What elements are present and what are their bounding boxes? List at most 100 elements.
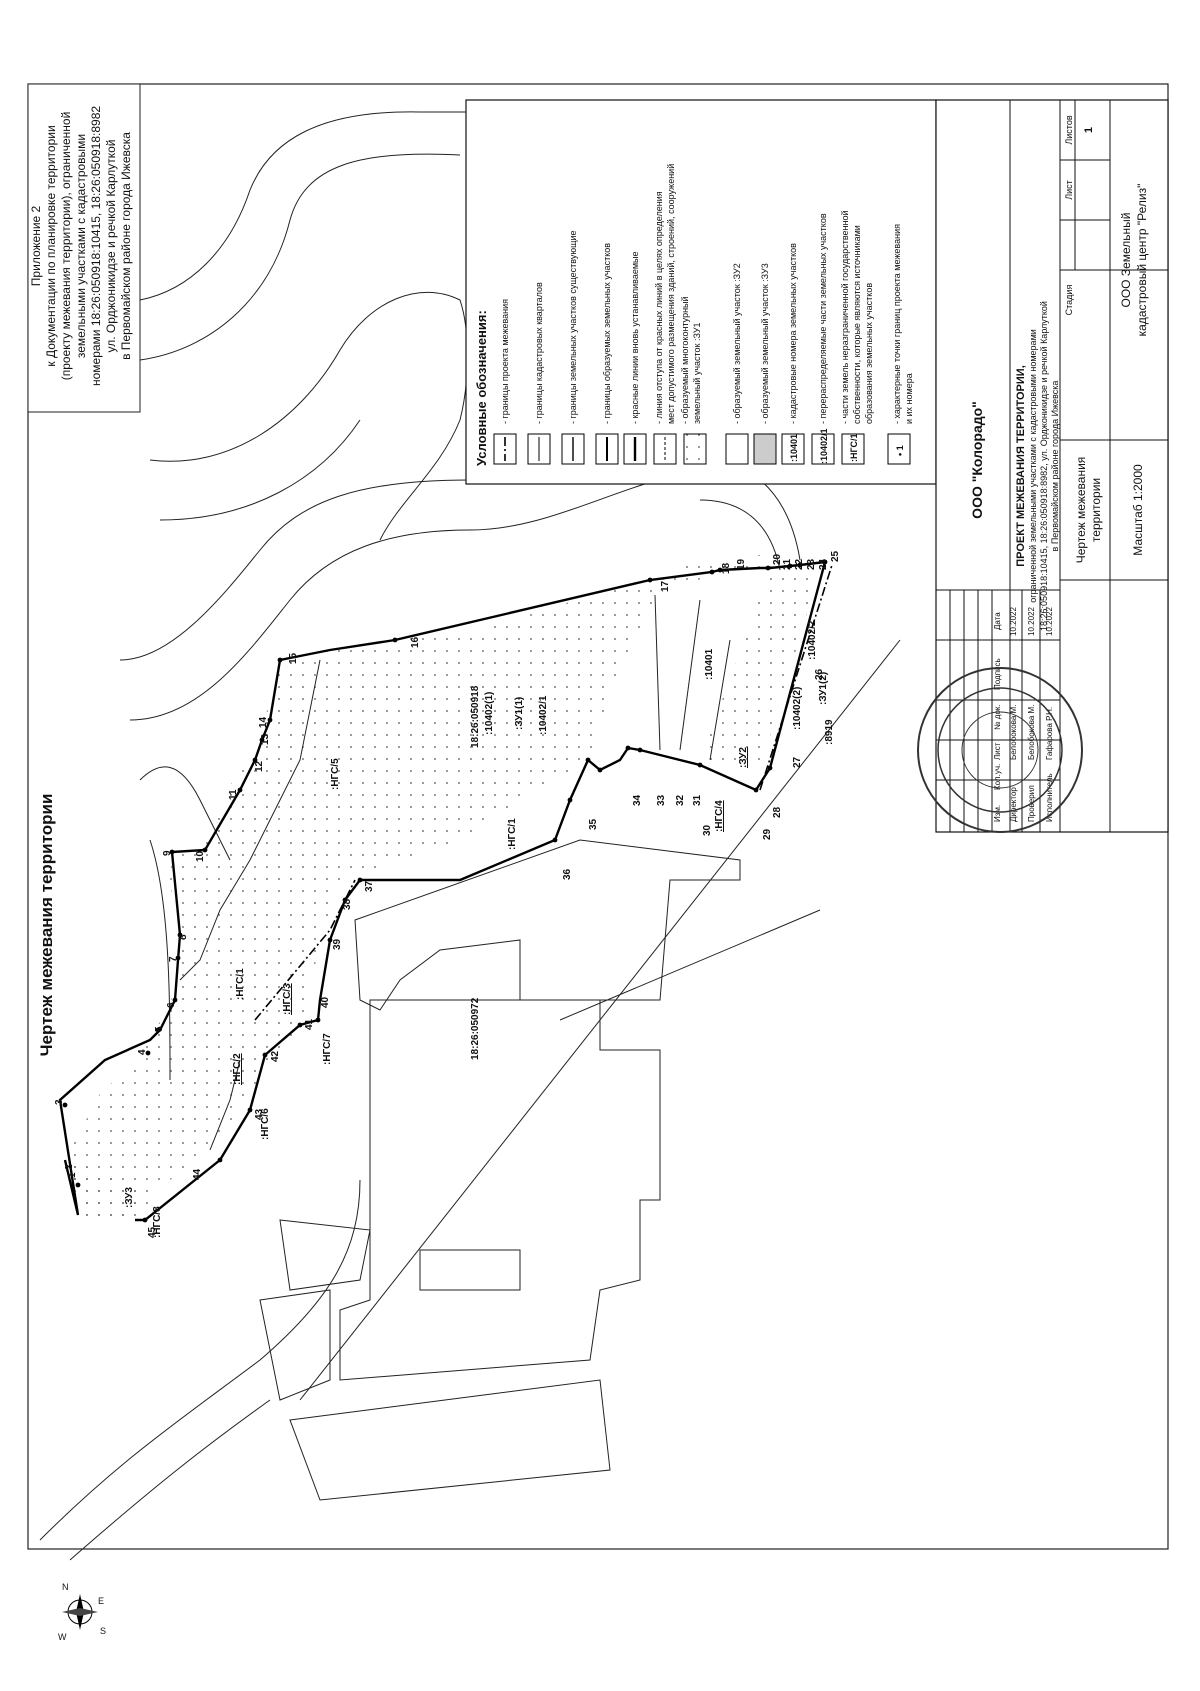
point-41: 41 bbox=[304, 1018, 315, 1030]
red-line-1 bbox=[769, 561, 826, 769]
point-24: 24 bbox=[818, 558, 829, 570]
parcel-8919: :8919 bbox=[824, 719, 835, 745]
project-desc-2: 18:26:050918:10415, 18:26:050918:8982, у… bbox=[1039, 301, 1049, 631]
point-4: 4 bbox=[137, 1049, 148, 1055]
legend-item-13: - характерные точки границ проекта межев… bbox=[892, 224, 902, 424]
point-22: 22 bbox=[794, 558, 805, 570]
legend-sym-ngs1: :НГС/1 bbox=[849, 434, 859, 463]
legend-item-6: - линия отступа от красных линий в целях… bbox=[654, 191, 664, 424]
org-name-2: кадастровый центр "Релиз" bbox=[1135, 184, 1149, 337]
point-36: 36 bbox=[562, 868, 573, 880]
legend-item-8: - образуемый земельный участок :ЗУ2 bbox=[732, 263, 742, 424]
legend-sym-10402-1: :10402/1 bbox=[819, 428, 829, 464]
point-5: 5 bbox=[154, 1026, 165, 1032]
point-30: 30 bbox=[702, 824, 713, 836]
project-desc-1: ограниченной земельными участками с када… bbox=[1028, 329, 1038, 603]
row1-date: 10.2022 bbox=[1009, 607, 1018, 636]
point-6: 6 bbox=[166, 1002, 177, 1008]
point-8: 8 bbox=[178, 934, 189, 940]
title-block: ООО "Колорадо" ПРОЕКТ МЕЖЕВАНИЯ ТЕРРИТОР… bbox=[917, 99, 1169, 833]
point-35: 35 bbox=[588, 818, 599, 830]
ngs7-label: :НГС/7 bbox=[322, 1033, 333, 1065]
col-date: Дата bbox=[993, 612, 1002, 630]
point-7: 7 bbox=[168, 956, 179, 962]
sheets-label: Листов bbox=[1064, 115, 1074, 144]
point-26: 26 bbox=[814, 668, 825, 680]
point-27: 27 bbox=[792, 756, 803, 768]
appendix-line6: ул. Орджоникидзе и речкой Карлуткой bbox=[104, 139, 118, 352]
sheets-value: 1 bbox=[1083, 127, 1095, 133]
ngs6-label: :НГС/6 bbox=[260, 1108, 271, 1140]
legend-item-7b: земельный участок :ЗУ1 bbox=[692, 322, 702, 424]
point-28: 28 bbox=[772, 806, 783, 818]
appendix-box: Приложение 2 к Документации по планировк… bbox=[27, 83, 141, 413]
point-10: 10 bbox=[195, 850, 206, 862]
compass-s: S bbox=[100, 1626, 106, 1636]
row2-name: Белобокова М. bbox=[1027, 705, 1036, 760]
point-21: 21 bbox=[782, 558, 793, 570]
compass-w: W bbox=[58, 1632, 67, 1642]
legend-item-11: - перераспределяемые части земельных уча… bbox=[818, 213, 828, 424]
point-11: 11 bbox=[228, 789, 239, 800]
point-43: 43 bbox=[254, 1108, 265, 1120]
characteristic-points bbox=[62, 559, 828, 1223]
legend-item-3: - границы земельных участков существующи… bbox=[568, 230, 578, 424]
point-3: 3 bbox=[54, 1099, 65, 1105]
row3-name: Гафарова Р.Н. bbox=[1045, 707, 1054, 760]
point-19: 19 bbox=[736, 558, 747, 570]
legend-title: Условные обозначения: bbox=[474, 310, 489, 466]
ngs5-label: :НГС/5 bbox=[330, 758, 341, 790]
ngs1-label-a: :НГС/1 bbox=[235, 968, 246, 1000]
row1-name: Белобокова М. bbox=[1009, 705, 1018, 760]
point-1: 1 bbox=[67, 1172, 78, 1178]
ngs1-label-b: :НГС/1 bbox=[507, 818, 518, 850]
quarter-label-2: 18:26:050972 bbox=[470, 997, 481, 1060]
legend: Условные обозначения: :10401 :10402/1 :Н… bbox=[465, 99, 937, 485]
parcel-10402-1b: :10402/1 bbox=[538, 695, 549, 735]
appendix-line2: к Документации по планировке территории bbox=[44, 125, 58, 366]
compass-e: E bbox=[98, 1596, 104, 1606]
col-koluch: Кол.уч. bbox=[993, 764, 1002, 790]
legend-item-6b: мест допустимого размещения зданий, стро… bbox=[666, 164, 676, 424]
legend-item-7: - образуемый многоконтурный bbox=[680, 296, 690, 424]
zu1-1-area bbox=[65, 555, 772, 1220]
point-13: 13 bbox=[260, 733, 271, 745]
legend-item-12c: образования земельных участков bbox=[864, 283, 874, 424]
point-40: 40 bbox=[320, 996, 331, 1008]
point-29: 29 bbox=[762, 828, 773, 840]
point-31: 31 bbox=[692, 794, 703, 806]
legend-item-4: - границы образуемых земельных участков bbox=[602, 243, 612, 424]
row3-role: Исполнитель bbox=[1045, 773, 1054, 822]
zu1-2-area bbox=[650, 570, 820, 770]
point-45: 45 bbox=[147, 1226, 158, 1238]
parcel-10402-2b: :10402/2 bbox=[807, 620, 818, 660]
point-42: 42 bbox=[270, 1050, 281, 1062]
appendix-line3: (проекту межевания территории), ограниче… bbox=[59, 112, 73, 381]
stage-label: Стадия bbox=[1064, 285, 1074, 316]
legend-item-10: - кадастровые номера земельных участков bbox=[788, 243, 798, 424]
topography bbox=[39, 111, 901, 1561]
parcel-10401: :10401 bbox=[704, 648, 715, 680]
compass-rose-icon: N E S W bbox=[58, 1582, 106, 1642]
project-title: ПРОЕКТ МЕЖЕВАНИЯ ТЕРРИТОРИИ, bbox=[1015, 365, 1027, 567]
sheet-label: Лист bbox=[1064, 180, 1074, 200]
ngs2-label: :НГС/2 bbox=[232, 1053, 243, 1085]
col-list: Лист bbox=[993, 742, 1002, 760]
map-title: Чертеж межевания территории bbox=[37, 794, 56, 1057]
point-39: 39 bbox=[332, 938, 343, 950]
red-line-3 bbox=[254, 879, 356, 1021]
appendix-line1: Приложение 2 bbox=[29, 205, 43, 286]
col-doc: № док. bbox=[993, 704, 1002, 730]
point-18: 18 bbox=[721, 562, 732, 574]
point-17: 17 bbox=[660, 580, 671, 592]
row3-date: 10.2022 bbox=[1045, 607, 1054, 636]
col-sign: Подпись bbox=[993, 658, 1002, 690]
parcel-10402-2: :10402(2) bbox=[792, 687, 803, 730]
appendix-line7: в Первомайском районе города Ижевска bbox=[119, 132, 133, 360]
parcel-10402-1a: :10402(1) bbox=[484, 692, 495, 735]
zu1-1-label: :ЗУ1(1) bbox=[514, 697, 525, 730]
row1-role: Директор bbox=[1009, 787, 1018, 822]
point-32: 32 bbox=[675, 794, 686, 806]
